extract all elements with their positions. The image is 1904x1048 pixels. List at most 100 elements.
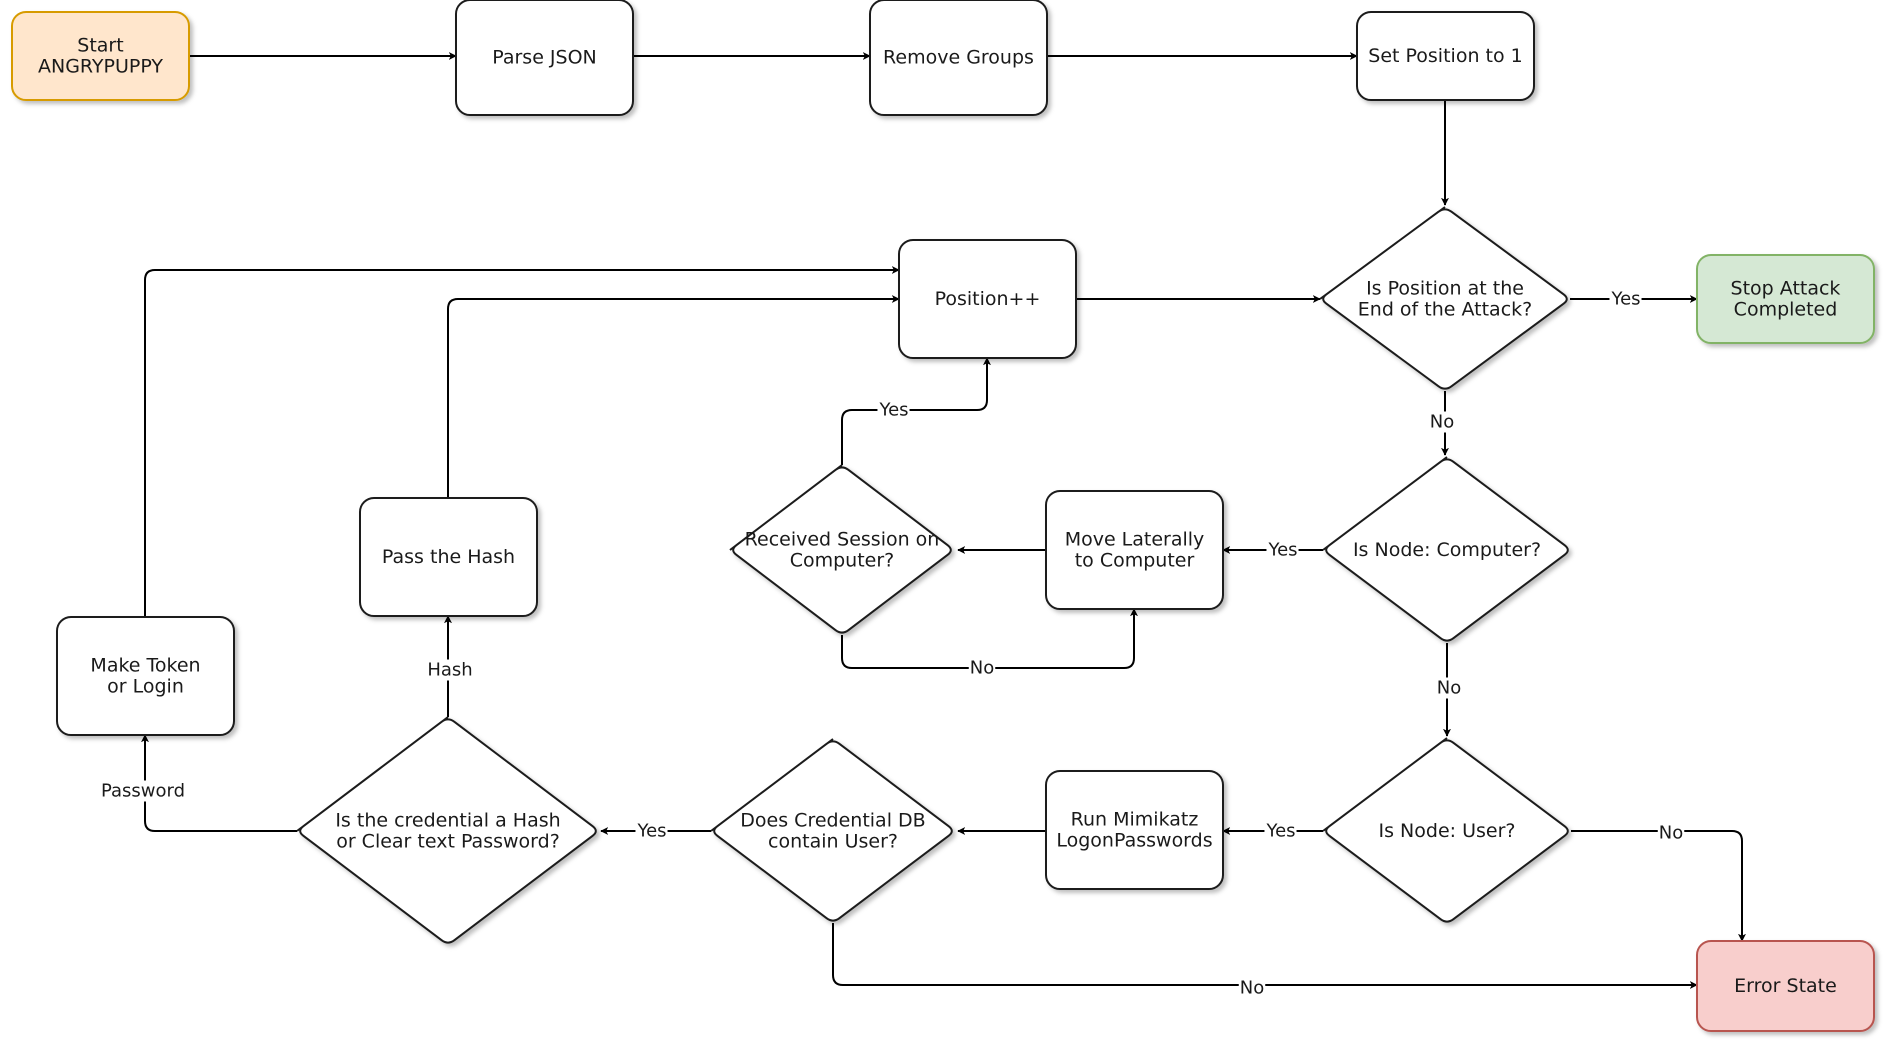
edge-label-background (1428, 411, 1456, 433)
edge-label-background (99, 780, 187, 802)
edge-label-is-cred-hash-to-pass-the-hash: Hash (426, 659, 474, 681)
start-label-line-2: ANGRYPUPPY (38, 56, 163, 78)
edge-label-is-node-user-to-error-state: No (1657, 822, 1685, 844)
edge-label-text: Yes (878, 400, 908, 421)
stop-attack-label-line-2: Completed (1734, 299, 1838, 321)
run-mimikatz-label-line-2: LogonPasswords (1056, 830, 1212, 852)
is-node-user-diamond (1322, 737, 1569, 923)
move-laterally-label-line-2: to Computer (1075, 550, 1195, 572)
remove-groups-box (869, 0, 1048, 116)
edge-label-text: No (1430, 412, 1454, 433)
edge-label-text: Yes (1265, 821, 1295, 842)
received-session-label-line-1: Received Session on (745, 529, 940, 551)
is-node-computer-diamond (1322, 456, 1569, 642)
edge-label-background (1264, 820, 1297, 842)
edge-label-is-position-end-to-is-node-computer: No (1428, 411, 1456, 433)
is-cred-hash-diamond (296, 716, 597, 944)
is-position-end-diamond (1319, 206, 1568, 390)
make-token-label-line-2: or Login (107, 676, 184, 698)
node-remove-groups: Remove Groups (869, 0, 1048, 116)
edge-label-does-cred-db-to-error-state: No (1238, 977, 1266, 999)
edge-does-cred-db-to-error-state (832, 923, 1698, 989)
pass-the-hash-box (359, 497, 538, 617)
edge-label-is-cred-hash-to-make-token: Password (99, 780, 187, 802)
edge-pass-the-hash-to-position-inc (447, 295, 900, 498)
move-laterally-label-line-1: Move Laterally (1065, 529, 1205, 551)
node-set-position: Set Position to 1 (1356, 11, 1535, 101)
edge-label-text: Yes (1267, 540, 1297, 561)
edge-label-background (1238, 977, 1266, 999)
error-state-box (1696, 940, 1875, 1032)
does-cred-db-label-line-2: contain User? (768, 831, 898, 853)
set-position-box (1356, 11, 1535, 101)
pass-the-hash-label-line-1: Pass the Hash (382, 546, 515, 568)
edge-make-token-to-position-inc (144, 266, 900, 617)
start-box (11, 11, 190, 101)
edge-label-text: Hash (427, 660, 472, 681)
is-position-end-label-line-2: End of the Attack? (1358, 299, 1532, 321)
edge-label-background (426, 659, 474, 681)
edge-label-background (968, 657, 996, 679)
edge-label-background (635, 820, 668, 842)
received-session-label-line-2: Computer? (790, 550, 895, 572)
received-session-diamond (729, 464, 952, 634)
start-label-line-1: Start (77, 35, 123, 57)
run-mimikatz-label-line-1: Run Mimikatz (1071, 809, 1199, 831)
edge-label-does-cred-db-to-is-cred-hash: Yes (635, 820, 668, 842)
position-inc-box (898, 239, 1077, 359)
edge-label-background (877, 399, 910, 421)
edge-label-text: Yes (1610, 289, 1640, 310)
node-pass-the-hash: Pass the Hash (359, 497, 538, 617)
edge-label-is-position-end-to-stop-attack: Yes (1609, 288, 1642, 310)
move-laterally-box (1045, 490, 1224, 610)
node-error-state: Error State (1696, 940, 1875, 1032)
edge-received-session-to-position-inc (841, 357, 991, 465)
edge-label-is-node-computer-to-move-laterally: Yes (1266, 539, 1299, 561)
edge-label-text: Password (101, 781, 185, 802)
does-cred-db-diamond (710, 738, 953, 922)
edge-label-text: No (1659, 823, 1683, 844)
make-token-label-line-1: Make Token (90, 655, 200, 677)
run-mimikatz-box (1045, 770, 1224, 890)
is-node-computer-label-line-1: Is Node: Computer? (1353, 539, 1541, 561)
node-is-node-computer: Is Node: Computer? (1322, 456, 1569, 642)
does-cred-db-label-line-1: Does Credential DB (740, 810, 925, 832)
edge-label-text: No (1240, 978, 1264, 999)
is-cred-hash-label-line-2: or Clear text Password? (336, 831, 560, 853)
stop-attack-box (1696, 254, 1875, 344)
is-position-end-label-line-1: Is Position at the (1366, 278, 1524, 300)
is-node-user-label-line-1: Is Node: User? (1379, 820, 1516, 842)
error-state-label-line-1: Error State (1734, 975, 1837, 997)
edge-label-is-node-computer-to-is-node-user: No (1435, 677, 1463, 699)
edge-label-is-node-user-to-run-mimikatz: Yes (1264, 820, 1297, 842)
make-token-box (56, 616, 235, 736)
edge-label-background (1435, 677, 1463, 699)
stop-attack-label-line-1: Stop Attack (1731, 278, 1841, 300)
edge-label-text: Yes (636, 821, 666, 842)
position-inc-label-line-1: Position++ (935, 288, 1041, 310)
edge-label-received-session-to-position-inc: Yes (877, 399, 910, 421)
parse-json-box (455, 0, 634, 116)
remove-groups-label-line-1: Remove Groups (883, 47, 1034, 69)
edge-label-background (1609, 288, 1642, 310)
node-parse-json: Parse JSON (455, 0, 634, 116)
edge-label-text: No (970, 658, 994, 679)
node-position-inc: Position++ (898, 239, 1077, 359)
node-is-node-user: Is Node: User? (1322, 737, 1569, 923)
edge-label-received-session-to-move-laterally: No (968, 657, 996, 679)
edge-label-background (1266, 539, 1299, 561)
edge-is-node-user-to-error-state (1571, 830, 1746, 942)
